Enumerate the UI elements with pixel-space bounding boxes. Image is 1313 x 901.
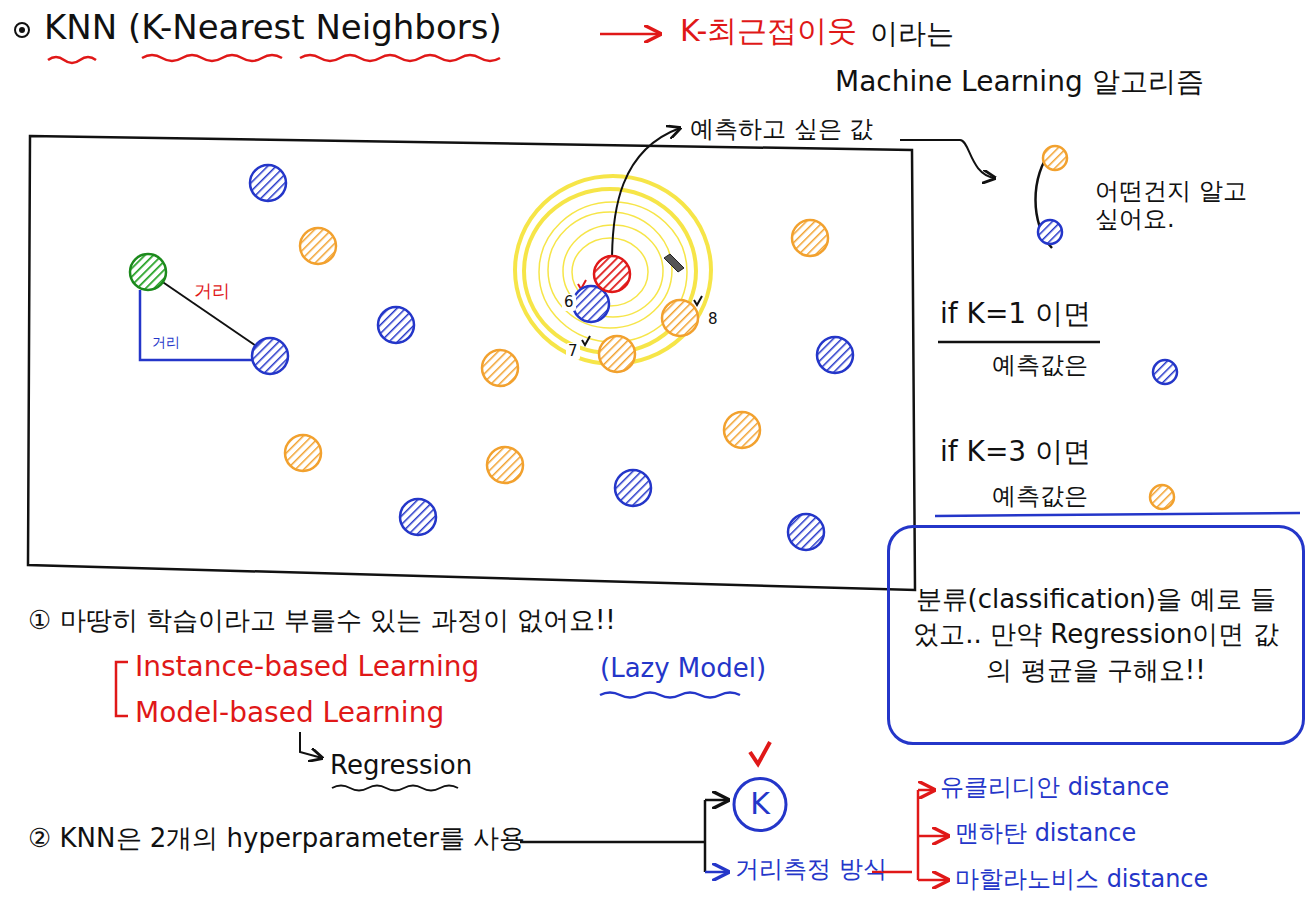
note-label: 마할라노비스 distance	[955, 866, 1208, 894]
title-underline	[48, 57, 96, 63]
tick-mark	[582, 336, 590, 345]
data-point	[1153, 360, 1177, 384]
data-point	[285, 435, 321, 471]
data-point	[594, 256, 630, 292]
note-label: if K=1 이면	[940, 298, 1091, 330]
note-label: 예측값은	[992, 352, 1088, 380]
note-label: Model-based Learning	[135, 697, 444, 729]
neighbor-ring	[548, 212, 672, 328]
question-arrow	[900, 140, 995, 178]
note-label: K-최근접이웃	[680, 14, 857, 49]
data-point	[1150, 485, 1174, 509]
separator-line	[935, 513, 1300, 516]
data-point	[252, 338, 288, 374]
data-point	[130, 254, 166, 290]
note-label: ② KNN은 2개의 hyperparameter를 사용	[28, 824, 525, 854]
data-point	[724, 412, 760, 448]
note-label: 이라는	[870, 18, 954, 50]
title-arrow	[600, 33, 660, 36]
feature-space-board	[28, 136, 915, 590]
note-label: 거리측정 방식	[735, 856, 887, 884]
data-point	[573, 286, 609, 322]
data-point	[792, 220, 828, 256]
bullet-dot	[19, 27, 25, 33]
note-label: 6	[562, 294, 576, 311]
hyper-bracket	[704, 800, 707, 872]
data-point	[1038, 220, 1062, 244]
note-box: 분류(classification)을 예로 들었고.. 만약 Regressi…	[887, 525, 1305, 745]
note-label: if K=3 이면	[940, 436, 1091, 468]
data-point	[817, 337, 853, 373]
note-label: 예측하고 싶은 값	[690, 116, 873, 144]
data-point	[487, 447, 523, 483]
hyper-arrow	[520, 841, 705, 844]
note-label: 유클리디안 distance	[940, 774, 1169, 802]
note-label: 8	[706, 311, 720, 328]
data-point	[1043, 146, 1067, 170]
lazy-underline	[600, 693, 740, 698]
note-label: (Lazy Model)	[600, 654, 766, 684]
data-point	[378, 307, 414, 343]
data-point	[788, 514, 824, 550]
title: KNN (K-Nearest Neighbors)	[44, 8, 502, 47]
node-text: K	[750, 784, 770, 825]
title-underline	[300, 55, 500, 61]
check-mark	[750, 742, 770, 764]
regression-arrow	[300, 732, 322, 758]
node-text: 분류(classification)을 예로 들었고.. 만약 Regressi…	[906, 582, 1286, 687]
data-point	[599, 336, 635, 372]
note-label: 어떤건지 알고싶어요.	[1095, 178, 1265, 233]
note-label: 거리	[150, 334, 182, 350]
note-label: Instance-based Learning	[135, 651, 479, 683]
note-label: ① 마땅히 학습이라고 부를수 있는 과정이 없어요!!	[28, 606, 616, 636]
bullet	[15, 23, 29, 37]
data-point	[662, 300, 698, 336]
note-label: 거리	[192, 281, 232, 302]
note-label: 7	[566, 343, 580, 360]
hyper-arrow	[705, 799, 728, 802]
learning-bracket	[116, 662, 128, 716]
data-point	[615, 470, 651, 506]
distance-arrow	[918, 835, 948, 838]
euclid-line	[148, 272, 262, 350]
circle-outline	[734, 779, 786, 831]
data-point	[300, 228, 336, 264]
note-label: 맨하탄 distance	[955, 820, 1136, 848]
hyper-arrow	[705, 871, 728, 874]
title-underline	[142, 55, 282, 61]
regression-underline	[332, 786, 458, 791]
data-point	[250, 165, 286, 201]
data-point	[482, 350, 518, 386]
note-label: Regression	[330, 751, 472, 781]
note-label: Machine Learning 알고리즘	[835, 66, 1204, 98]
hyperparameter-circle: K	[732, 770, 788, 839]
pencil-icon	[664, 254, 684, 272]
underline	[938, 341, 1100, 344]
note-label: 예측값은	[992, 483, 1088, 511]
distance-arrow	[918, 879, 948, 882]
query-arrow	[612, 128, 680, 262]
distance-arrow	[918, 789, 934, 792]
tick-mark	[694, 296, 702, 305]
data-point	[400, 499, 436, 535]
